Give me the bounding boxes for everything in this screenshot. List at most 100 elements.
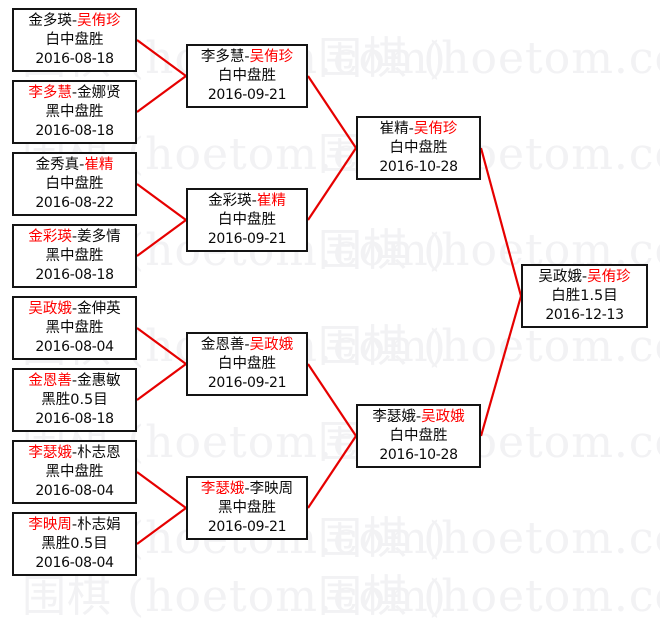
match-players: 金秀真-崔精 xyxy=(14,156,135,175)
connector-line xyxy=(136,75,187,113)
player-left: 金恩善 xyxy=(28,373,72,389)
connector-line xyxy=(136,39,187,77)
connector-line xyxy=(136,471,187,509)
match-players: 吴政娥-吴侑珍 xyxy=(523,268,646,287)
match-result: 黑胜0.5目 xyxy=(41,536,108,553)
player-separator: - xyxy=(71,85,78,101)
player-separator: - xyxy=(415,409,422,425)
match-players: 李映周-朴志娟 xyxy=(14,516,135,535)
match-box-r1m4[interactable]: 金彩瑛-姜多情黑中盘胜 2016-08-18 xyxy=(12,224,137,288)
match-result: 白中盘胜 xyxy=(218,356,276,373)
match-players: 崔精-吴侑珍 xyxy=(358,120,479,139)
player-right: 姜多情 xyxy=(77,229,121,245)
connector-line xyxy=(136,183,187,221)
watermark-text: 围棋 (hoetom.com) xyxy=(318,571,660,622)
match-date: 2016-08-04 xyxy=(35,483,114,500)
connector-line xyxy=(479,147,523,297)
match-date: 2016-08-18 xyxy=(35,411,114,428)
match-date: 2016-09-21 xyxy=(207,375,287,392)
watermark-text: 围棋 (hoetom.com) xyxy=(318,513,660,564)
player-left: 李多慧 xyxy=(28,85,72,101)
match-date: 2016-09-21 xyxy=(207,231,287,248)
player-right: 吴侑珍 xyxy=(587,269,631,285)
player-right: 金伸英 xyxy=(77,301,121,317)
player-right: 李映周 xyxy=(249,481,294,497)
connector-line xyxy=(307,75,357,149)
player-separator: - xyxy=(71,301,78,317)
player-right: 吴侑珍 xyxy=(249,49,294,65)
match-box-r2m1[interactable]: 李多慧-吴侑珍白中盘胜 2016-09-21 xyxy=(186,44,308,108)
match-result: 白中盘胜 xyxy=(45,32,104,49)
player-left: 李瑟娥 xyxy=(200,481,245,497)
match-players: 吴政娥-金伸英 xyxy=(14,300,135,319)
match-date: 2016-10-28 xyxy=(379,159,458,176)
match-result: 白中盘胜 xyxy=(45,176,104,193)
connector-line xyxy=(136,363,187,401)
match-result: 黑中盘胜 xyxy=(45,464,104,481)
match-result: 白胜1.5目 xyxy=(551,288,618,305)
player-left: 崔精 xyxy=(379,121,409,137)
match-players: 李多慧-吴侑珍 xyxy=(188,48,306,67)
player-left: 金彩瑛 xyxy=(28,229,72,245)
match-date: 2016-09-21 xyxy=(207,87,287,104)
match-players: 金彩瑛-姜多情 xyxy=(14,228,135,247)
match-box-r2m2[interactable]: 金彩瑛-崔精白中盘胜 2016-09-21 xyxy=(186,188,308,252)
player-separator: - xyxy=(71,13,78,29)
match-players: 李瑟娥-李映周 xyxy=(188,480,306,499)
player-separator: - xyxy=(581,269,588,285)
player-left: 李瑟娥 xyxy=(28,445,72,461)
connector-line xyxy=(307,435,357,509)
player-separator: - xyxy=(244,49,250,65)
match-box-r1m7[interactable]: 李瑟娥-朴志恩黑中盘胜 2016-08-04 xyxy=(12,440,137,504)
player-left: 李映周 xyxy=(28,517,72,533)
player-left: 金多瑛 xyxy=(28,13,72,29)
player-right: 朴志恩 xyxy=(77,445,121,461)
connector-line xyxy=(136,219,187,257)
player-right: 吴侑珍 xyxy=(77,13,121,29)
match-players: 金恩善-金惠敏 xyxy=(14,372,135,391)
connector-line xyxy=(307,147,357,221)
match-result: 黑中盘胜 xyxy=(45,104,104,121)
match-players: 李多慧-金娜贤 xyxy=(14,84,135,103)
player-separator: - xyxy=(244,337,250,353)
match-players: 李瑟娥-朴志恩 xyxy=(14,444,135,463)
match-date: 2016-08-18 xyxy=(35,267,114,284)
player-left: 李瑟娥 xyxy=(372,409,416,425)
player-left: 金恩善 xyxy=(200,337,245,353)
match-result: 白中盘胜 xyxy=(218,68,276,85)
match-date: 2016-12-13 xyxy=(545,307,624,324)
connector-line xyxy=(479,295,523,437)
match-box-r4m1[interactable]: 吴政娥-吴侑珍白胜1.5目 2016-12-13 xyxy=(521,264,648,328)
player-right: 崔精 xyxy=(256,193,286,209)
match-players: 金恩善-吴政娥 xyxy=(188,336,306,355)
player-right: 朴志娟 xyxy=(77,517,121,533)
player-separator: - xyxy=(408,121,414,137)
player-right: 吴政娥 xyxy=(421,409,465,425)
watermark-text: 围棋 (hoetom.com) xyxy=(318,33,660,84)
match-result: 黑中盘胜 xyxy=(45,248,104,265)
match-date: 2016-08-22 xyxy=(35,195,114,212)
player-left: 吴政娥 xyxy=(28,301,72,317)
tournament-bracket: 围棋 (hoetom.com) 围棋 (hoetom.com) 围棋 (hoetom… xyxy=(12,8,660,622)
player-left: 金彩瑛 xyxy=(208,193,252,209)
connector-line xyxy=(307,363,357,437)
match-result: 白中盘胜 xyxy=(218,212,276,229)
match-result: 白中盘胜 xyxy=(389,428,448,445)
player-right: 金娜贤 xyxy=(77,85,121,101)
match-players: 金彩瑛-崔精 xyxy=(188,192,306,211)
player-right: 吴侑珍 xyxy=(413,121,458,137)
match-date: 2016-08-18 xyxy=(35,51,114,68)
match-box-r1m3[interactable]: 金秀真-崔精白中盘胜 2016-08-22 xyxy=(12,152,137,216)
match-players: 金多瑛-吴侑珍 xyxy=(14,12,135,31)
player-separator: - xyxy=(71,373,78,389)
player-right: 吴政娥 xyxy=(249,337,294,353)
